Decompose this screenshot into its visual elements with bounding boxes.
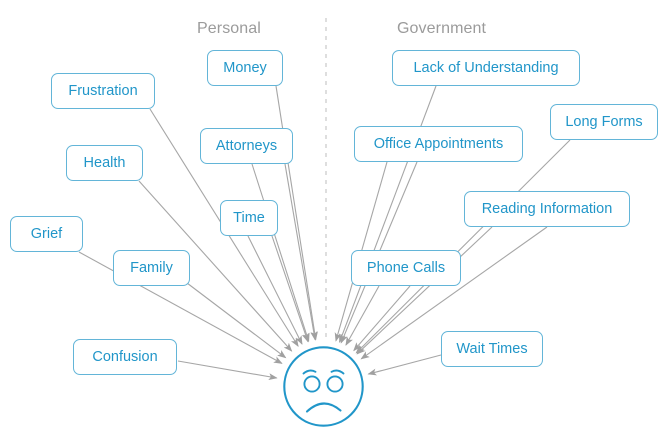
node-wait-times[interactable]: Wait Times xyxy=(441,331,543,367)
edge-wait-times xyxy=(367,354,442,376)
node-grief[interactable]: Grief xyxy=(10,216,83,252)
edge-grief xyxy=(78,251,283,364)
edge-long-forms xyxy=(355,139,571,354)
node-long-forms[interactable]: Long Forms xyxy=(550,104,658,140)
column-heading-government: Government xyxy=(397,20,487,37)
edge-family xyxy=(186,282,287,359)
node-health[interactable]: Health xyxy=(66,145,143,181)
node-confusion[interactable]: Confusion xyxy=(73,339,177,375)
node-money[interactable]: Money xyxy=(207,50,283,86)
sad-face-icon xyxy=(283,346,364,427)
edge-reading-information-2 xyxy=(360,226,548,360)
edge-confusion xyxy=(177,360,278,381)
column-heading-personal: Personal xyxy=(197,20,261,37)
node-office-appointments[interactable]: Office Appointments xyxy=(354,126,523,162)
edge-reading-information xyxy=(356,226,493,355)
edge-attorneys xyxy=(251,163,310,343)
edge-attorneys-2 xyxy=(284,163,318,341)
node-attorneys[interactable]: Attorneys xyxy=(200,128,293,164)
edge-time xyxy=(247,235,303,345)
edge-lack-of-understanding xyxy=(339,85,437,343)
node-frustration[interactable]: Frustration xyxy=(51,73,155,109)
node-time[interactable]: Time xyxy=(220,200,278,236)
edge-health xyxy=(138,180,293,352)
node-reading-information[interactable]: Reading Information xyxy=(464,191,630,227)
node-family[interactable]: Family xyxy=(113,250,190,286)
node-lack-of-understanding[interactable]: Lack of Understanding xyxy=(392,50,580,86)
node-phone-calls[interactable]: Phone Calls xyxy=(351,250,461,286)
edge-phone-calls-2 xyxy=(353,285,411,352)
edge-time-2 xyxy=(271,235,309,343)
edge-phone-calls xyxy=(345,285,380,346)
